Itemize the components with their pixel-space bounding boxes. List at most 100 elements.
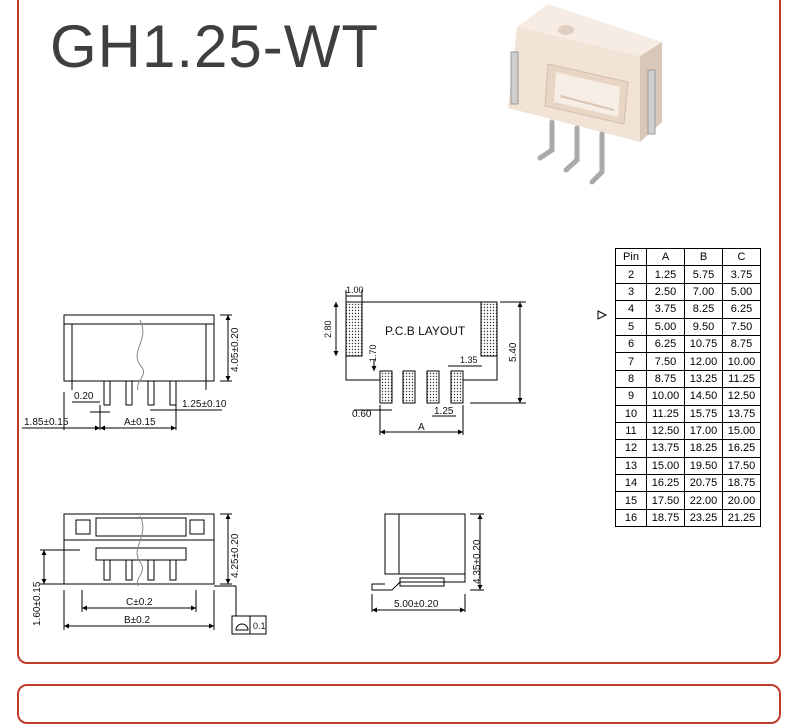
table-cell: 18.25 <box>684 439 723 458</box>
table-cell: 3.75 <box>646 300 685 319</box>
table-cell: 8.25 <box>684 300 723 319</box>
table-cell: 12.50 <box>646 421 685 441</box>
table-cell: 3.75 <box>722 265 761 284</box>
table-cell: 10.00 <box>646 387 685 406</box>
table-cell: 16.25 <box>646 474 685 493</box>
front-dim-a: A±0.15 <box>124 417 156 428</box>
table-cell: 5 <box>615 317 647 336</box>
pcb-layout-label: P.C.B LAYOUT <box>385 324 466 338</box>
table-cell: 11.25 <box>646 404 685 423</box>
connector-photo <box>508 4 662 185</box>
pcb-dim-pad-height: 2.80 <box>323 320 333 338</box>
side-dim-width: 5.00±0.20 <box>394 599 439 610</box>
pcb-dim-gap: 1.70 <box>368 344 378 362</box>
pcb-dim-pitch: 1.25 <box>434 406 454 417</box>
pcb-dim-signal-width: 0.60 <box>352 409 372 420</box>
table-cell: 10 <box>615 404 647 423</box>
product-title: GH1.25-WT <box>50 13 380 80</box>
front-dim-offset: 1.85±0.15 <box>24 417 69 428</box>
front-dim-height: 4.05±0.20 <box>230 327 241 372</box>
table-cell: 16 <box>615 508 647 528</box>
table-cell: 15.00 <box>646 456 685 476</box>
table-cell: 7.50 <box>646 352 685 371</box>
table-cell: 18.75 <box>646 508 685 528</box>
table-cell: 15.00 <box>722 421 761 441</box>
table-header-cell: Pin <box>615 247 647 267</box>
table-cell: 20.75 <box>684 474 723 493</box>
table-cell: 3 <box>615 282 647 302</box>
pcb-dim-total-height: 5.40 <box>508 342 519 362</box>
table-header-cell: C <box>722 247 761 267</box>
top-dim-height: 4.25±0.20 <box>230 533 241 578</box>
table-cell: 15.75 <box>684 404 723 423</box>
table-cell: 18.75 <box>722 474 761 493</box>
table-cell: 7 <box>615 352 647 371</box>
top-dim-c: C±0.2 <box>126 597 153 608</box>
table-header-cell: A <box>646 247 685 267</box>
front-dim-pin-width: 0.20 <box>74 391 94 402</box>
table-cell: 14 <box>615 474 647 493</box>
table-cell: 17.00 <box>684 421 723 441</box>
table-cell: 8.75 <box>646 369 685 389</box>
front-view-drawing <box>22 314 232 431</box>
side-dim-height: 4.35±0.20 <box>472 539 483 584</box>
top-dim-offset: 1.60±0.15 <box>32 581 43 626</box>
table-cell: 6.25 <box>646 334 685 354</box>
front-dim-pitch: 1.25±0.10 <box>182 399 227 410</box>
table-cell: 19.50 <box>684 456 723 476</box>
table-cell: 20.00 <box>722 491 761 510</box>
table-cell: 11 <box>615 421 647 441</box>
side-view-drawing <box>371 513 484 613</box>
row-indicator-arrow-icon <box>597 310 608 320</box>
table-cell: 13.75 <box>722 404 761 423</box>
table-cell: 17.50 <box>722 456 761 476</box>
pcb-layout-drawing <box>333 290 526 435</box>
pcb-dim-a: A <box>418 422 425 433</box>
table-cell: 22.00 <box>684 491 723 510</box>
table-cell: 5.75 <box>684 265 723 284</box>
table-cell: 2 <box>615 265 647 284</box>
table-cell: 10.75 <box>684 334 723 354</box>
table-cell: 6.25 <box>722 300 761 319</box>
table-cell: 10.00 <box>722 352 761 371</box>
table-cell: 12.50 <box>722 387 761 406</box>
pcb-dim-pad-len: 1.35 <box>460 355 478 365</box>
table-cell: 6 <box>615 334 647 354</box>
table-cell: 13 <box>615 456 647 476</box>
table-cell: 9 <box>615 387 647 406</box>
pcb-dim-pad-width: 1.00 <box>346 285 364 295</box>
table-cell: 8.75 <box>722 334 761 354</box>
main-panel <box>17 0 781 664</box>
top-dim-b: B±0.2 <box>124 615 150 626</box>
table-cell: 8 <box>615 369 647 389</box>
table-header-cell: B <box>684 247 723 267</box>
table-cell: 4 <box>615 300 647 319</box>
table-cell: 14.50 <box>684 387 723 406</box>
table-cell: 15 <box>615 491 647 510</box>
table-cell: 13.75 <box>646 439 685 458</box>
table-cell: 7.00 <box>684 282 723 302</box>
flatness-value: 0.1 <box>253 621 266 631</box>
table-cell: 16.25 <box>722 439 761 458</box>
table-cell: 7.50 <box>722 317 761 336</box>
table-cell: 13.25 <box>684 369 723 389</box>
table-cell: 5.00 <box>646 317 685 336</box>
table-cell: 12.00 <box>684 352 723 371</box>
table-cell: 21.25 <box>722 508 761 528</box>
table-cell: 5.00 <box>722 282 761 302</box>
table-cell: 23.25 <box>684 508 723 528</box>
table-cell: 11.25 <box>722 369 761 389</box>
drawing-canvas: 4.05±0.20 0.20 1.25±0.10 1.85±0.15 A±0.1… <box>22 4 662 635</box>
